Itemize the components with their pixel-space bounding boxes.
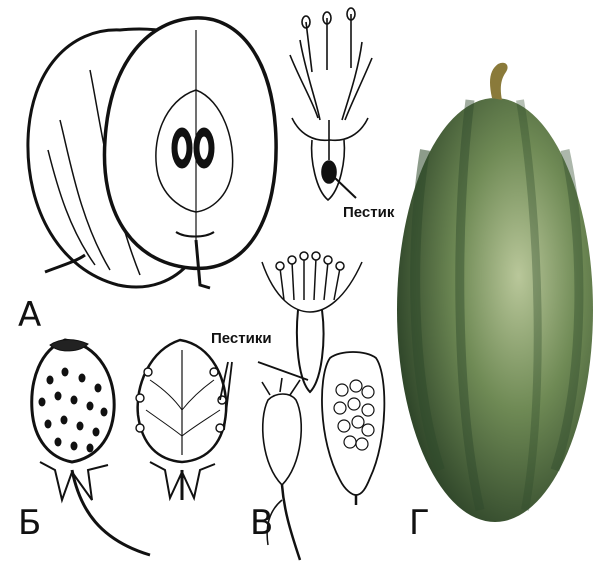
rose-hip-section [322, 352, 384, 505]
panel-label-v: В [250, 506, 273, 540]
panel-label-b: Б [18, 506, 41, 540]
panel-label-a: А [18, 298, 41, 332]
flower-section [290, 8, 372, 200]
pistil-callout-label: Пестик [343, 204, 394, 221]
strawberry-section [136, 340, 226, 500]
pistils-callout-label: Пестики [211, 330, 272, 347]
strawberry-whole [32, 340, 150, 555]
panel-label-g: Г [409, 506, 430, 540]
melon-fruit [397, 63, 593, 522]
